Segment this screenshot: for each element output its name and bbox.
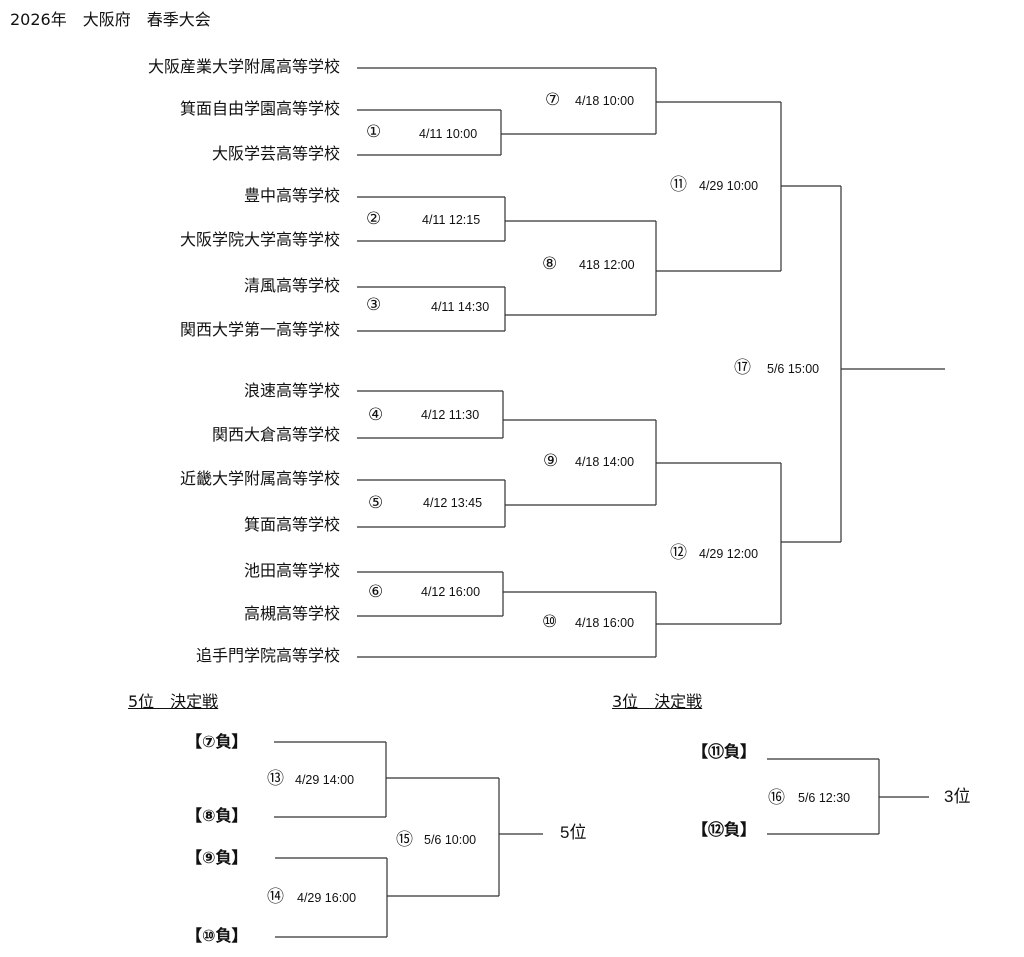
match-number: ⑤ xyxy=(368,493,384,513)
team-name: 追手門学院高等学校 xyxy=(195,646,340,665)
match-datetime: 5/6 15:00 xyxy=(767,362,820,376)
third-place-result: 3位 xyxy=(944,787,971,806)
team-name: 池田高等学校 xyxy=(243,561,340,580)
team-name: 高槻高等学校 xyxy=(243,604,340,623)
match-datetime: 4/12 16:00 xyxy=(421,585,481,599)
match-number: ③ xyxy=(366,295,382,315)
match-number: ⑯ xyxy=(768,788,785,808)
match-datetime: 5/6 12:30 xyxy=(798,791,851,805)
team-name: 豊中高等学校 xyxy=(243,186,340,205)
match-number: ⑰ xyxy=(734,358,751,378)
match-datetime: 4/11 14:30 xyxy=(431,300,490,314)
match-datetime: 4/29 10:00 xyxy=(699,179,759,193)
match-datetime: 4/18 14:00 xyxy=(575,455,635,469)
team-name: 関西大学第一高等学校 xyxy=(179,320,340,339)
match-datetime: 4/12 11:30 xyxy=(421,408,480,422)
match-datetime: 5/6 10:00 xyxy=(424,833,477,847)
match-datetime: 4/12 13:45 xyxy=(423,496,483,510)
loser-entry: 【⑩負】 xyxy=(186,926,248,945)
match-number: ⑪ xyxy=(670,175,687,195)
third-place-heading: 3位 決定戦 xyxy=(612,692,703,711)
team-name: 清風高等学校 xyxy=(243,276,340,295)
team-name: 大阪学院大学高等学校 xyxy=(179,230,340,249)
loser-entry: 【⑨負】 xyxy=(186,848,248,867)
match-datetime: 418 12:00 xyxy=(579,258,635,272)
fifth-place-result: 5位 xyxy=(560,823,587,842)
team-name: 箕面自由学園高等学校 xyxy=(179,99,340,118)
match-number: ④ xyxy=(368,405,384,425)
match-datetime: 4/18 10:00 xyxy=(575,94,635,108)
match-number: ⑨ xyxy=(543,451,559,471)
match-datetime: 4/11 10:00 xyxy=(419,127,478,141)
match-number: ① xyxy=(366,122,382,142)
team-name: 大阪産業大学附属高等学校 xyxy=(147,57,340,76)
loser-entry: 【⑧負】 xyxy=(186,806,248,825)
team-name: 浪速高等学校 xyxy=(243,381,340,400)
match-number: ⑫ xyxy=(670,543,687,563)
match-number: ⑮ xyxy=(396,830,413,850)
loser-entry: 【⑦負】 xyxy=(186,732,248,751)
page-title: 2026年 大阪府 春季大会 xyxy=(10,10,211,29)
match-datetime: 4/29 14:00 xyxy=(295,773,355,787)
team-name: 近畿大学附属高等学校 xyxy=(179,469,340,488)
match-number: ⑦ xyxy=(545,90,561,110)
match-number: ⑥ xyxy=(368,582,384,602)
match-datetime: 4/11 12:15 xyxy=(422,213,481,227)
loser-entry: 【⑪負】 xyxy=(692,742,757,761)
match-datetime: 4/29 16:00 xyxy=(297,891,357,905)
team-name: 箕面高等学校 xyxy=(243,515,340,534)
team-name: 関西大倉高等学校 xyxy=(211,425,340,444)
match-number: ⑩ xyxy=(542,612,558,632)
match-datetime: 4/29 12:00 xyxy=(699,547,759,561)
loser-entry: 【⑫負】 xyxy=(692,820,757,839)
match-number: ② xyxy=(366,209,382,229)
team-name: 大阪学芸高等学校 xyxy=(211,144,340,163)
match-number: ⑭ xyxy=(267,887,284,907)
match-number: ⑬ xyxy=(267,769,284,789)
match-datetime: 4/18 16:00 xyxy=(575,616,635,630)
fifth-place-heading: 5位 決定戦 xyxy=(128,692,219,711)
match-number: ⑧ xyxy=(542,254,558,274)
